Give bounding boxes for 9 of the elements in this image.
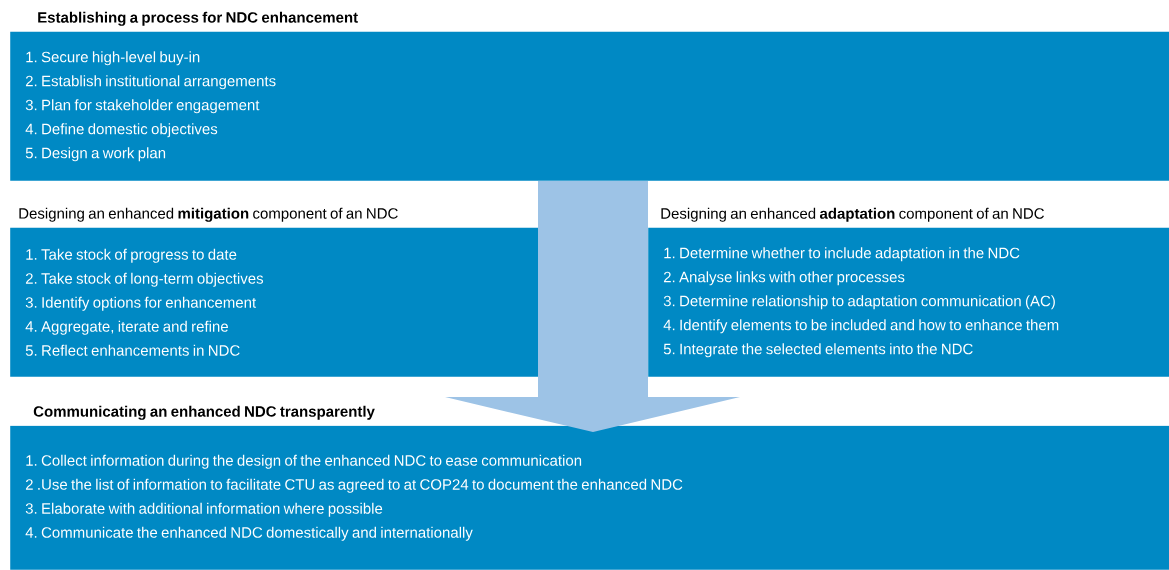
process-box: Designing an enhanced mitigation component of an NDC 1. Take stock of progress to date 2. Take stock of long-term objectives 3. Identify options for enhancement 4. Aggregate, iterate and refine 5. Reflect enhancements in NDC	[10, 207, 545, 377]
node-label: Designing an enhanced adaptation component of an NDC	[661, 207, 1044, 222]
node-label: Communicating an enhanced NDC transparently	[33, 405, 375, 420]
process-box: Establishing a process for NDC enhancement 1. Secure high-level buy-in 2. Establish institutional arrangements 3. Plan for stakeholder engagement 4. Define domestic objectives 5. Design a work plan	[10, 11, 1169, 181]
process-box: Communicating an enhanced NDC transparently 1. Collect information during the design of the enhanced NDC to ease communication 2 .Use the list of information to facilitate CTU as agreed to at COP24 to document the enhanced NDC 3. Elaborate with additional information where possible 4. Communicate the enhanced NDC domestically and internationally	[10, 405, 1169, 570]
process-box: Designing an enhanced adaptation component of an NDC 1. Determine whether to include adaptation in the NDC 2. Analyse links with other processes 3. Determine relationship to adaptation communication (AC) 4. Identify elements to be included and how to enhance them 5. Integrate the selected elements into the NDC	[648, 207, 1169, 377]
node-label: Designing an enhanced mitigation component of an NDC	[19, 207, 398, 222]
block-arrow	[445, 181, 740, 432]
node-label: Establishing a process for NDC enhancement	[38, 11, 358, 26]
